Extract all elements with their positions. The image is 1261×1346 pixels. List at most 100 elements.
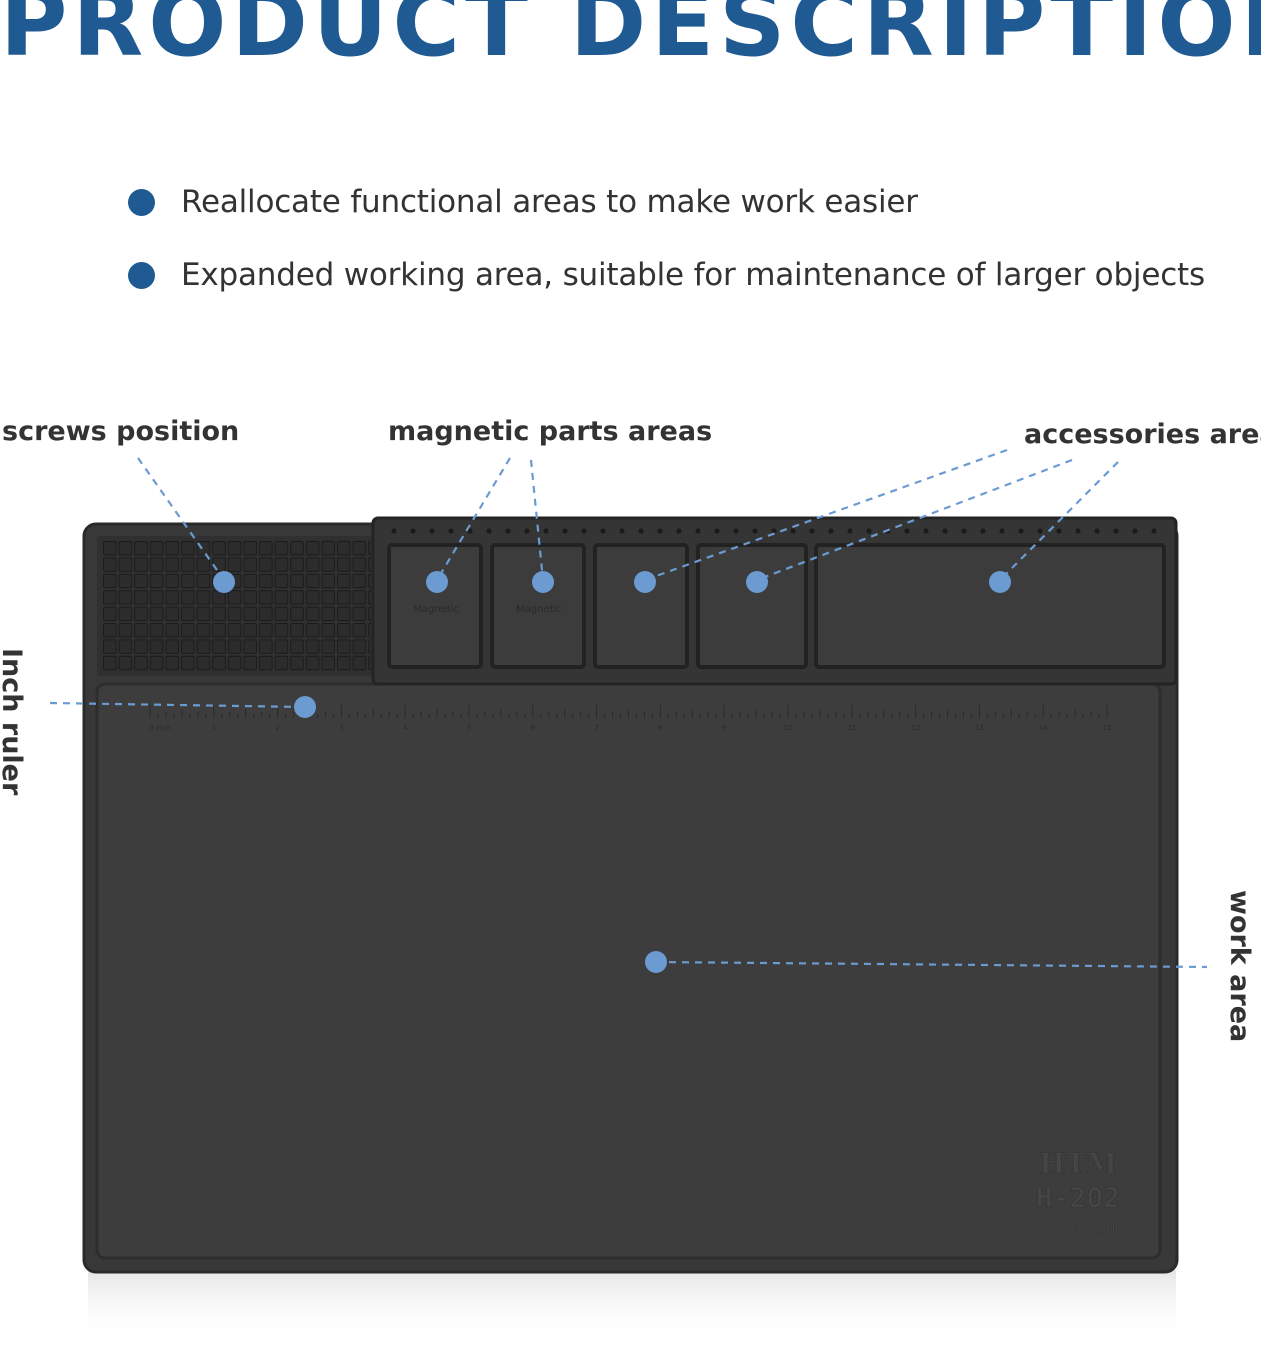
- pin-hole: [600, 528, 606, 534]
- pin-hole: [1132, 528, 1138, 534]
- marker-dot-icon: [532, 571, 554, 593]
- mat-size: 17x12in: [1040, 1216, 1116, 1237]
- pin-hole: [999, 528, 1005, 534]
- ruler-number: 0 inch: [149, 724, 170, 732]
- pin-hole: [904, 528, 910, 534]
- pin-hole: [505, 528, 511, 534]
- pin-hole: [980, 528, 986, 534]
- pin-hole: [771, 528, 777, 534]
- ruler-number: 12: [911, 724, 920, 732]
- callout-inch-ruler: Inch ruler: [0, 648, 27, 796]
- accessory-compartment-1: [593, 543, 689, 669]
- pin-hole: [638, 528, 644, 534]
- ruler-number: 14: [1039, 724, 1048, 732]
- marker-dot-icon: [645, 951, 667, 973]
- ruler-number: 9: [722, 724, 726, 732]
- compartment-label: Magnetic: [516, 604, 562, 615]
- pin-hole: [752, 528, 758, 534]
- pin-holes: [391, 528, 1157, 534]
- pin-hole: [1151, 528, 1157, 534]
- page-title: PRODUCT DESCRIPTION: [0, 0, 1261, 77]
- leader-line-work-area: [655, 960, 1208, 969]
- bullet-text: Expanded working area, suitable for main…: [181, 257, 1205, 293]
- pin-hole: [809, 528, 815, 534]
- ruler-number: 15: [1103, 724, 1112, 732]
- pin-hole: [619, 528, 625, 534]
- inch-ruler-ticks: [149, 705, 1108, 718]
- leader-line-accessory-2: [756, 458, 1073, 582]
- ruler-number: 5: [467, 724, 471, 732]
- ruler-number: 1: [212, 724, 216, 732]
- marker-dot-icon: [294, 696, 316, 718]
- pin-hole: [733, 528, 739, 534]
- pin-hole: [866, 528, 872, 534]
- pin-hole: [695, 528, 701, 534]
- pin-hole: [714, 528, 720, 534]
- callout-accessories-area: accessories area: [1024, 419, 1261, 450]
- pin-hole: [657, 528, 663, 534]
- pin-hole: [961, 528, 967, 534]
- mat-shadow: [88, 1270, 1176, 1340]
- compartment-label: Magnetic: [413, 604, 459, 615]
- pin-hole: [847, 528, 853, 534]
- bullet-text: Reallocate functional areas to make work…: [181, 184, 918, 220]
- brand-logo: HTM: [1039, 1147, 1117, 1180]
- ruler-number: 3: [339, 724, 343, 732]
- magnetic-compartment-2: [490, 543, 586, 669]
- work-surface: [95, 682, 1162, 1260]
- pin-hole: [942, 528, 948, 534]
- callout-work-area: work area: [1224, 890, 1255, 1043]
- ruler-number: 13: [975, 724, 984, 732]
- marker-dot-icon: [426, 571, 448, 593]
- marker-dot-icon: [634, 571, 656, 593]
- marker-dot-icon: [989, 571, 1011, 593]
- accessory-compartment-2: [696, 543, 808, 669]
- pin-hole: [790, 528, 796, 534]
- pin-hole: [1094, 528, 1100, 534]
- pin-hole: [410, 528, 416, 534]
- leader-lines: [49, 448, 1208, 969]
- pin-hole: [1113, 528, 1119, 534]
- pin-hole: [391, 528, 397, 534]
- pin-hole: [1075, 528, 1081, 534]
- pin-hole: [486, 528, 492, 534]
- callout-magnetic-parts-areas: magnetic parts areas: [388, 416, 713, 447]
- pin-hole: [1037, 528, 1043, 534]
- pin-hole: [467, 528, 473, 534]
- leader-line-accessory-3: [999, 461, 1119, 581]
- marker-dot-icon: [746, 571, 768, 593]
- leader-line-magnetic-1: [436, 457, 511, 581]
- pin-hole: [562, 528, 568, 534]
- ruler-number: 2: [275, 724, 279, 732]
- pin-hole: [923, 528, 929, 534]
- screw-grid: [101, 540, 371, 672]
- bullet-dot-icon: [128, 261, 155, 289]
- ruler-number: 11: [847, 724, 856, 732]
- pin-hole: [524, 528, 530, 534]
- callout-markers: [213, 571, 1011, 973]
- ruler-number: 4: [403, 724, 408, 732]
- accessory-compartment-3: [814, 543, 1166, 669]
- magnetic-compartment-1: [387, 543, 483, 669]
- ruler-number: 10: [784, 724, 793, 732]
- pin-hole: [543, 528, 549, 534]
- pin-hole: [676, 528, 682, 534]
- pin-hole: [581, 528, 587, 534]
- pin-hole: [429, 528, 435, 534]
- bullet-item-reallocate: Reallocate functional areas to make work…: [128, 184, 918, 220]
- marker-dot-icon: [213, 571, 235, 593]
- pin-hole: [448, 528, 454, 534]
- pin-hole: [828, 528, 834, 534]
- ruler-number: 6: [531, 724, 536, 732]
- pin-hole: [1056, 528, 1062, 534]
- leader-line-ruler: [49, 701, 305, 709]
- model-number: H-202: [1036, 1181, 1120, 1214]
- ruler-number: 8: [658, 724, 662, 732]
- pin-hole: [1018, 528, 1024, 534]
- ruler-number: 7: [594, 724, 598, 732]
- callout-screws-position: screws position: [2, 416, 240, 447]
- bullet-dot-icon: [128, 188, 155, 216]
